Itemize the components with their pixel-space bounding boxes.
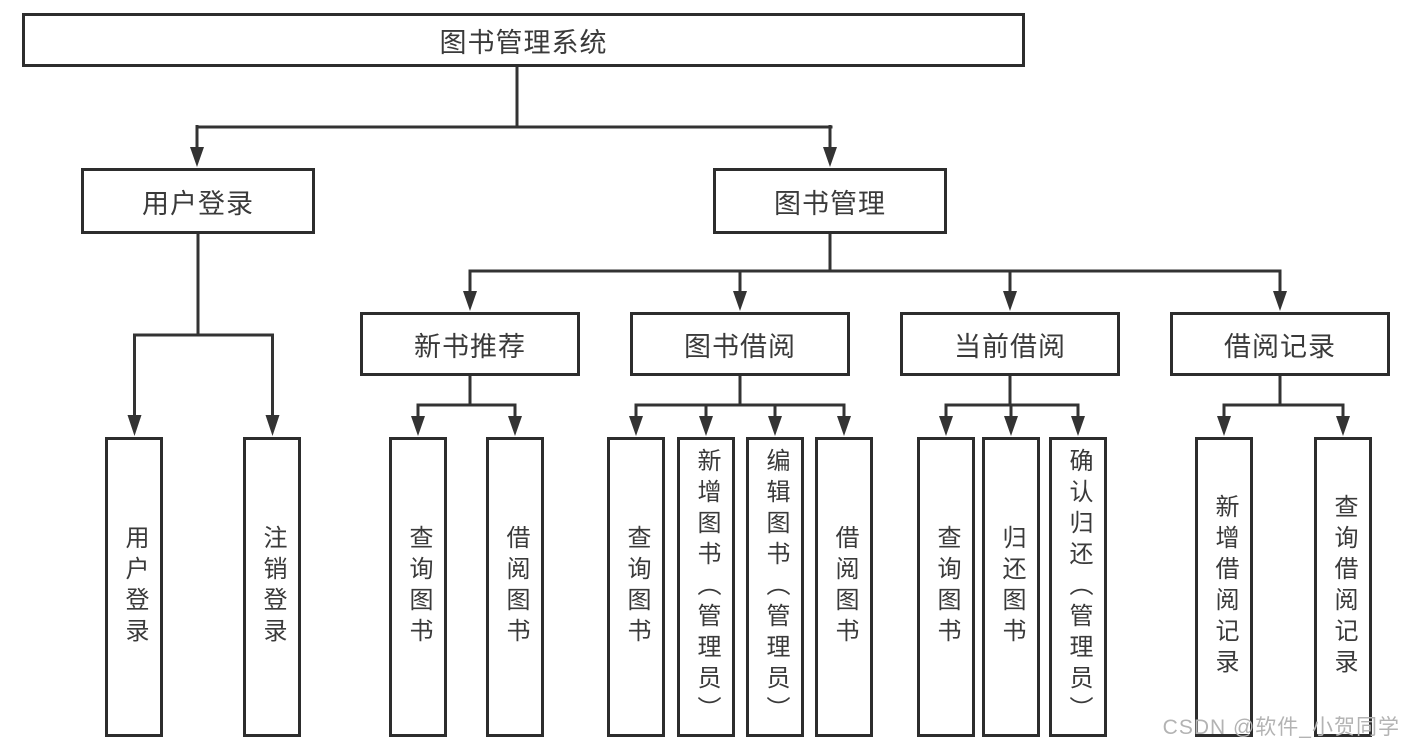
leaf-borrow-edit-books-admin: 编辑图书（管理员） — [746, 437, 804, 737]
node-new-book-recommend: 新书推荐 — [360, 312, 580, 376]
leaf-logout-login: 注销登录 — [243, 437, 301, 737]
node-book-borrow: 图书借阅 — [630, 312, 850, 376]
leaf-records-query-record: 查询借阅记录 — [1314, 437, 1372, 737]
leaf-records-add-record: 新增借阅记录 — [1195, 437, 1253, 737]
leaf-borrow-add-books-admin: 新增图书（管理员） — [677, 437, 735, 737]
node-library-management-system: 图书管理系统 — [22, 13, 1025, 67]
leaf-recommend-borrow-books: 借阅图书 — [486, 437, 544, 737]
leaf-borrow-query-books: 查询图书 — [607, 437, 665, 737]
node-user-login: 用户登录 — [81, 168, 315, 234]
node-current-borrow: 当前借阅 — [900, 312, 1120, 376]
leaf-recommend-query-books: 查询图书 — [389, 437, 447, 737]
leaf-current-return-books: 归还图书 — [982, 437, 1040, 737]
node-borrow-records: 借阅记录 — [1170, 312, 1390, 376]
node-book-management: 图书管理 — [713, 168, 947, 234]
watermark: CSDN @软件_小贺同学 — [1162, 716, 1400, 739]
leaf-user-login: 用户登录 — [105, 437, 163, 737]
leaf-borrow-borrow-books: 借阅图书 — [815, 437, 873, 737]
leaf-current-confirm-return-admin: 确认归还（管理员） — [1049, 437, 1107, 737]
leaf-current-query-books: 查询图书 — [917, 437, 975, 737]
